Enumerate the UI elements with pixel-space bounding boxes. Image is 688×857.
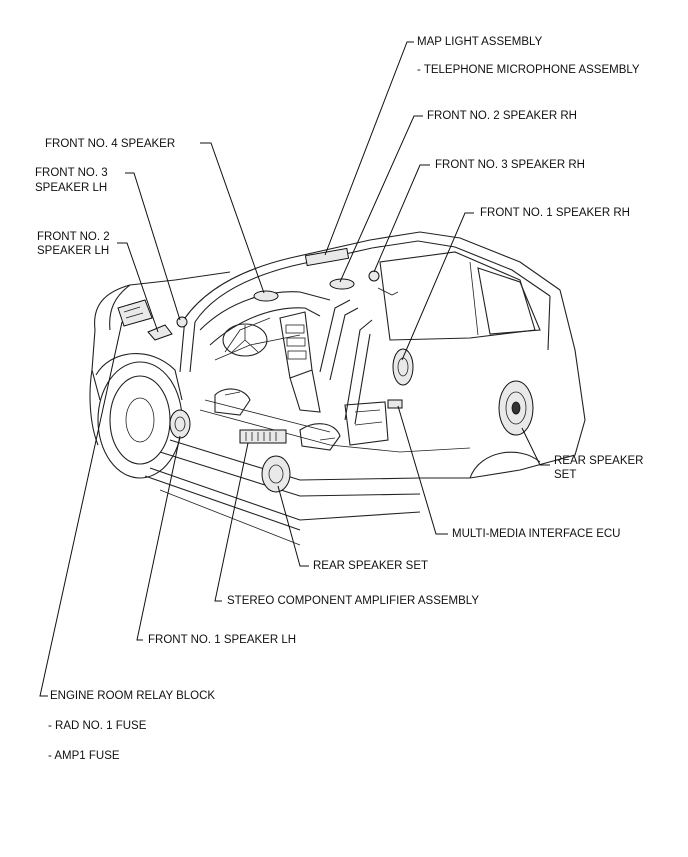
rear-speaker-set-part	[261, 455, 291, 493]
front3-rh-speaker-part	[368, 270, 380, 282]
front4-speaker-part	[253, 290, 279, 302]
stereo-amp-part	[239, 429, 287, 444]
label-rear-speaker-set: REAR SPEAKER SET	[313, 560, 429, 572]
label-front-no3-speaker-lh-line2: SPEAKER LH	[35, 182, 108, 194]
label-telephone-microphone-assembly: - TELEPHONE MICROPHONE ASSEMBLY	[417, 64, 640, 76]
front2-rh-speaker-part	[329, 278, 355, 290]
label-map-light-assembly: MAP LIGHT ASSEMBLY	[417, 36, 543, 48]
leader-lines	[39, 41, 550, 697]
label-front-no4-speaker: FRONT NO. 4 SPEAKER	[45, 138, 176, 150]
label-stereo-component-amplifier-assembly: STEREO COMPONENT AMPLIFIER ASSEMBLY	[227, 595, 479, 607]
label-rear-speaker-set-rh-line1: REAR SPEAKER	[554, 455, 644, 467]
engine-relay-block-part	[117, 299, 153, 327]
label-front-no1-speaker-lh: FRONT NO. 1 SPEAKER LH	[148, 634, 297, 646]
label-front-no2-speaker-rh: FRONT NO. 2 SPEAKER RH	[427, 110, 577, 122]
label-front-no3-speaker-rh: FRONT NO. 3 SPEAKER RH	[435, 159, 585, 171]
label-front-no1-speaker-rh: FRONT NO. 1 SPEAKER RH	[480, 207, 630, 219]
front2-lh-speaker-part	[147, 324, 173, 341]
mmi-ecu-part	[387, 399, 403, 409]
label-engine-room-relay-block: ENGINE ROOM RELAY BLOCK	[50, 690, 216, 702]
label-rear-speaker-set-rh-line2: SET	[554, 469, 577, 481]
front3-lh-speaker-part	[176, 316, 188, 328]
label-front-no2-speaker-lh-line2: SPEAKER LH	[37, 245, 110, 257]
label-multi-media-interface-ecu: MULTI-MEDIA INTERFACE ECU	[452, 528, 621, 540]
components	[117, 247, 534, 493]
label-front-no2-speaker-lh-line1: FRONT NO. 2	[37, 231, 110, 243]
front1-rh-speaker-part	[392, 348, 414, 386]
label-rad-no1-fuse: - RAD NO. 1 FUSE	[48, 720, 147, 732]
label-amp1-fuse: - AMP1 FUSE	[48, 750, 120, 762]
front1-lh-speaker-part	[169, 409, 191, 439]
label-front-no3-speaker-lh-line1: FRONT NO. 3	[35, 167, 108, 179]
